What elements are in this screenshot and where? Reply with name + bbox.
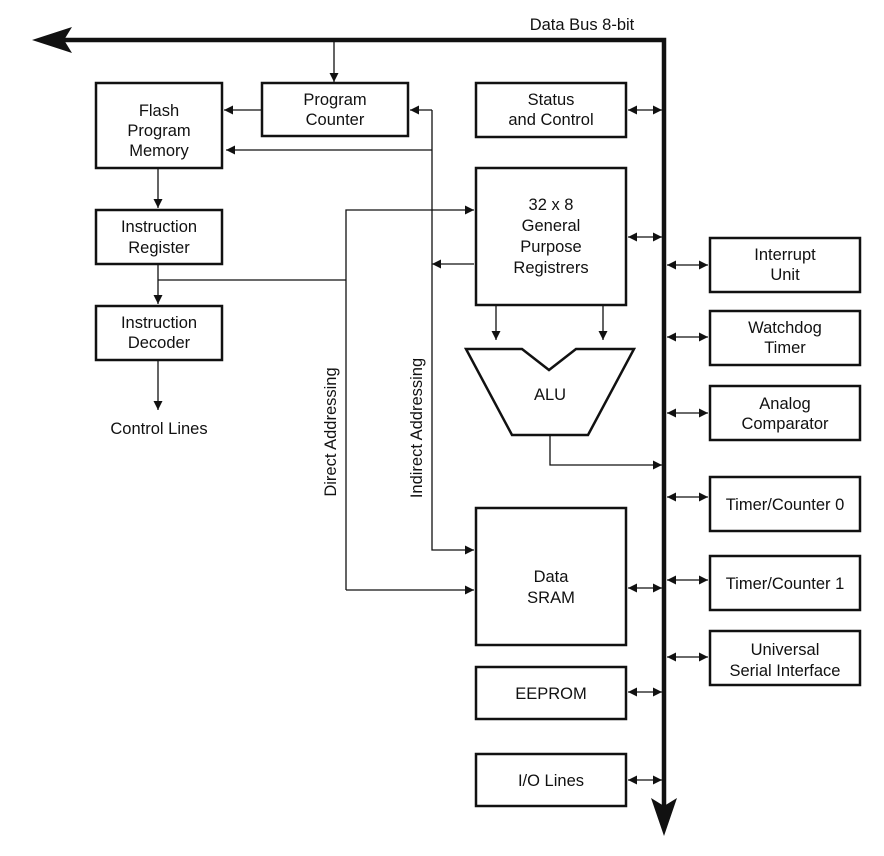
registers-label-line4: Registrers	[513, 259, 588, 277]
data-bus-left-arrowhead	[32, 27, 72, 53]
io-lines-label: I/O Lines	[518, 772, 584, 790]
timer-counter-0-block: Timer/Counter 0	[708, 475, 862, 533]
instruction-register-label-line2: Register	[128, 239, 190, 257]
data-sram-label-line2: SRAM	[527, 589, 575, 607]
instruction-decoder-label-line1: Instruction	[121, 314, 197, 332]
interrupt-unit-block: Interrupt Unit	[708, 236, 862, 294]
program-counter-block: Program Counter	[260, 81, 410, 138]
io-lines-block: I/O Lines	[474, 752, 628, 808]
instruction-register-block: Instruction Register	[94, 208, 224, 266]
status-and-control-block: Status and Control	[474, 81, 628, 139]
flash-label-line2: Program	[127, 122, 190, 140]
timer-counter-1-label: Timer/Counter 1	[726, 575, 845, 593]
watchdog-timer-label-line1: Watchdog	[748, 319, 822, 337]
registers-label-line3: Purpose	[520, 238, 581, 256]
interrupt-unit-label-line1: Interrupt	[754, 246, 816, 264]
connections	[153, 40, 708, 785]
general-purpose-registers-block: 32 x 8 General Purpose Registrers	[474, 166, 628, 307]
program-counter-label-line1: Program	[303, 91, 366, 109]
control-lines-label: Control Lines	[110, 420, 207, 438]
flash-label-line3: Memory	[129, 142, 189, 160]
usi-label-line1: Universal	[751, 641, 820, 659]
instruction-decoder-block: Instruction Decoder	[94, 304, 224, 362]
status-control-label-line1: Status	[528, 91, 575, 109]
data-sram-label-line1: Data	[534, 568, 570, 586]
analog-comparator-label-line1: Analog	[759, 395, 810, 413]
eeprom-block: EEPROM	[474, 665, 628, 721]
instruction-decoder-label-line2: Decoder	[128, 334, 191, 352]
status-control-label-line2: and Control	[508, 111, 593, 129]
eeprom-label: EEPROM	[515, 685, 587, 703]
flash-label-line1: Flash	[139, 102, 179, 120]
data-bus: Data Bus 8-bit	[32, 16, 677, 836]
analog-comparator-label-line2: Comparator	[741, 415, 829, 433]
universal-serial-interface-block: Universal Serial Interface	[708, 629, 862, 687]
program-counter-label-line2: Counter	[306, 111, 365, 129]
alu-block: ALU	[463, 347, 637, 437]
indirect-addressing-label: Indirect Addressing	[408, 358, 426, 498]
registers-label-line2: General	[522, 217, 581, 235]
direct-addressing-label: Direct Addressing	[322, 367, 340, 496]
timer-counter-1-block: Timer/Counter 1	[708, 554, 862, 612]
instruction-register-label-line1: Instruction	[121, 218, 197, 236]
watchdog-timer-block: Watchdog Timer	[708, 309, 862, 367]
flash-program-memory-block: Flash Program Memory	[94, 81, 224, 170]
registers-label-line1: 32 x 8	[529, 196, 574, 214]
alu-label: ALU	[534, 386, 566, 404]
data-bus-label: Data Bus 8-bit	[530, 16, 635, 34]
interrupt-unit-label-line2: Unit	[770, 266, 800, 284]
usi-label-line2: Serial Interface	[730, 662, 841, 680]
analog-comparator-block: Analog Comparator	[708, 384, 862, 442]
data-sram-block: Data SRAM	[474, 506, 628, 647]
timer-counter-0-label: Timer/Counter 0	[726, 496, 845, 514]
watchdog-timer-label-line2: Timer	[764, 339, 806, 357]
data-bus-down-arrowhead	[651, 798, 677, 836]
